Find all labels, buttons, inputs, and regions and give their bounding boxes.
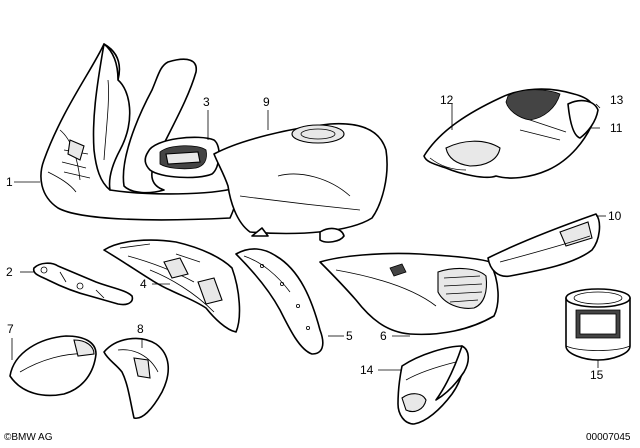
front-fender-part [9,335,97,397]
brand-text: BMW AG [11,432,53,443]
leader-lines [11,103,606,371]
drawing-number: 00007045 [586,432,631,443]
inner-panel-part [103,239,241,333]
vent-housing-part [144,136,220,179]
callout-15: 15 [590,368,604,382]
callout-7: 7 [7,322,14,336]
tank-cover-part [213,122,388,243]
trim-part [487,213,601,278]
callout-9: 9 [263,95,270,109]
callout-12: 12 [440,93,454,107]
callout-6: 6 [380,329,387,343]
copyright-footer: ©BMW AG [4,432,53,443]
bracket-part [32,262,134,306]
copyright-symbol: © [4,432,12,443]
fairing-part [40,43,238,221]
callout-13: 13 [610,93,624,107]
side-fairing-part [319,252,499,336]
callout-5: 5 [346,329,353,343]
paint-can-part [565,288,631,361]
callout-3: 3 [203,95,210,109]
seat-cowl-part [423,88,599,179]
belly-pan-part [397,345,470,425]
callout-11: 11 [610,121,623,135]
callout-4: 4 [140,277,147,291]
side-strip-part [235,248,324,355]
rear-hugger-part [103,337,169,419]
callout-8: 8 [137,322,144,336]
callout-1: 1 [6,175,13,189]
callout-14: 14 [360,363,374,377]
callout-2: 2 [6,265,13,279]
callout-10: 10 [608,209,622,223]
